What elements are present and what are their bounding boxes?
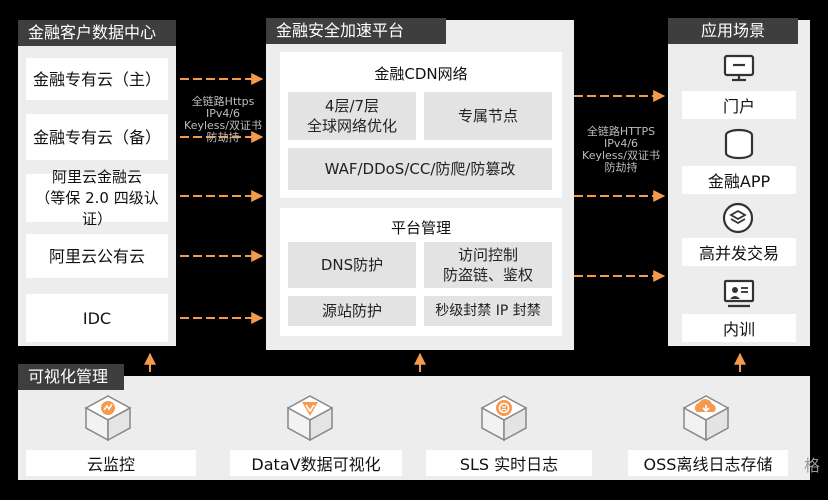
tool-sls-log[interactable]: SLS 实时日志 <box>426 450 592 476</box>
datav-icon <box>284 392 336 444</box>
item-label: 阿里云公有云 <box>48 246 145 266</box>
cdn-dedicated-node[interactable]: 专属节点 <box>424 92 552 140</box>
watermark-text: 格 <box>804 456 821 475</box>
cdn-title: 金融CDN网络 <box>374 65 468 83</box>
tool-label: DataV数据可视化 <box>251 455 381 474</box>
item-label: 金融专有云（主） <box>32 69 161 89</box>
tool-label: SLS 实时日志 <box>459 455 559 474</box>
right-link-note: 全链路HTTPS IPv4/6 Keyless/双证书 防劫持 <box>582 125 660 174</box>
scenario-label: 门户 <box>722 97 755 116</box>
tool-label: OSS离线日志存储 <box>643 455 773 474</box>
mgmt-access-control[interactable]: 访问控制 防盗链、鉴权 <box>424 242 552 288</box>
layers-icon <box>721 201 755 235</box>
tool-label: 云监控 <box>86 455 135 474</box>
scenario-label: 高并发交易 <box>698 244 779 263</box>
chip-label: 专属节点 <box>457 107 518 125</box>
chip-label: 4层/7层 全球网络优化 <box>306 97 397 135</box>
tool-datav[interactable]: DataV数据可视化 <box>230 450 402 476</box>
tool-oss-log-storage[interactable]: OSS离线日志存储 <box>628 450 788 476</box>
item-label: 阿里云金融云 （等保 2.0 四级认证） <box>35 167 159 228</box>
scenario-portal[interactable]: 门户 <box>682 91 796 119</box>
mgmt-dns-protection[interactable]: DNS防护 <box>288 242 416 288</box>
datacenter-main-cloud[interactable]: 金融专有云（主） <box>26 58 168 100</box>
scenario-label: 内训 <box>722 320 755 339</box>
datacenter-finance-cloud[interactable]: 阿里云金融云 （等保 2.0 四级认证） <box>26 168 168 228</box>
scenario-label: 金融APP <box>707 172 771 191</box>
left-panel-title: 金融客户数据中心 <box>18 20 176 46</box>
datacenter-idc[interactable]: IDC <box>26 294 168 342</box>
cloud-monitor-icon <box>82 392 134 444</box>
chip-label: WAF/DDoS/CC/防爬/防篡改 <box>324 160 516 178</box>
center-panel-title: 金融安全加速平台 <box>266 18 446 44</box>
scenario-high-concurrency-trading[interactable]: 高并发交易 <box>682 238 796 266</box>
scenario-finance-app[interactable]: 金融APP <box>682 166 796 194</box>
item-label: IDC <box>82 308 112 328</box>
mgmt-origin-protection[interactable]: 源站防护 <box>288 296 416 326</box>
left-link-note: 全链路Https IPv4/6 Keyless/双证书 防劫持 <box>184 95 262 144</box>
tool-cloud-monitor[interactable]: 云监控 <box>26 450 196 476</box>
item-label: 金融专有云（备） <box>32 127 161 147</box>
scenario-training[interactable]: 内训 <box>682 314 796 342</box>
bottom-panel-title: 可视化管理 <box>18 364 124 390</box>
chip-label: 源站防护 <box>321 302 382 320</box>
database-icon <box>722 127 756 161</box>
chip-label: 访问控制 防盗链、鉴权 <box>442 246 533 284</box>
platform-mgmt-title: 平台管理 <box>390 219 451 237</box>
cdn-waf-protection[interactable]: WAF/DDoS/CC/防爬/防篡改 <box>288 148 552 190</box>
oss-storage-icon <box>680 392 732 444</box>
datacenter-public-cloud[interactable]: 阿里云公有云 <box>26 234 168 278</box>
presentation-icon <box>722 279 756 309</box>
cdn-network-optimization[interactable]: 4层/7层 全球网络优化 <box>288 92 416 140</box>
mgmt-ip-block[interactable]: 秒级封禁 IP 封禁 <box>424 296 552 326</box>
sls-log-icon <box>478 392 530 444</box>
chip-label: 秒级封禁 IP 封禁 <box>435 303 541 319</box>
right-panel-title: 应用场景 <box>668 18 798 44</box>
datacenter-backup-cloud[interactable]: 金融专有云（备） <box>26 114 168 160</box>
chip-label: DNS防护 <box>320 256 384 274</box>
monitor-icon <box>722 53 756 83</box>
